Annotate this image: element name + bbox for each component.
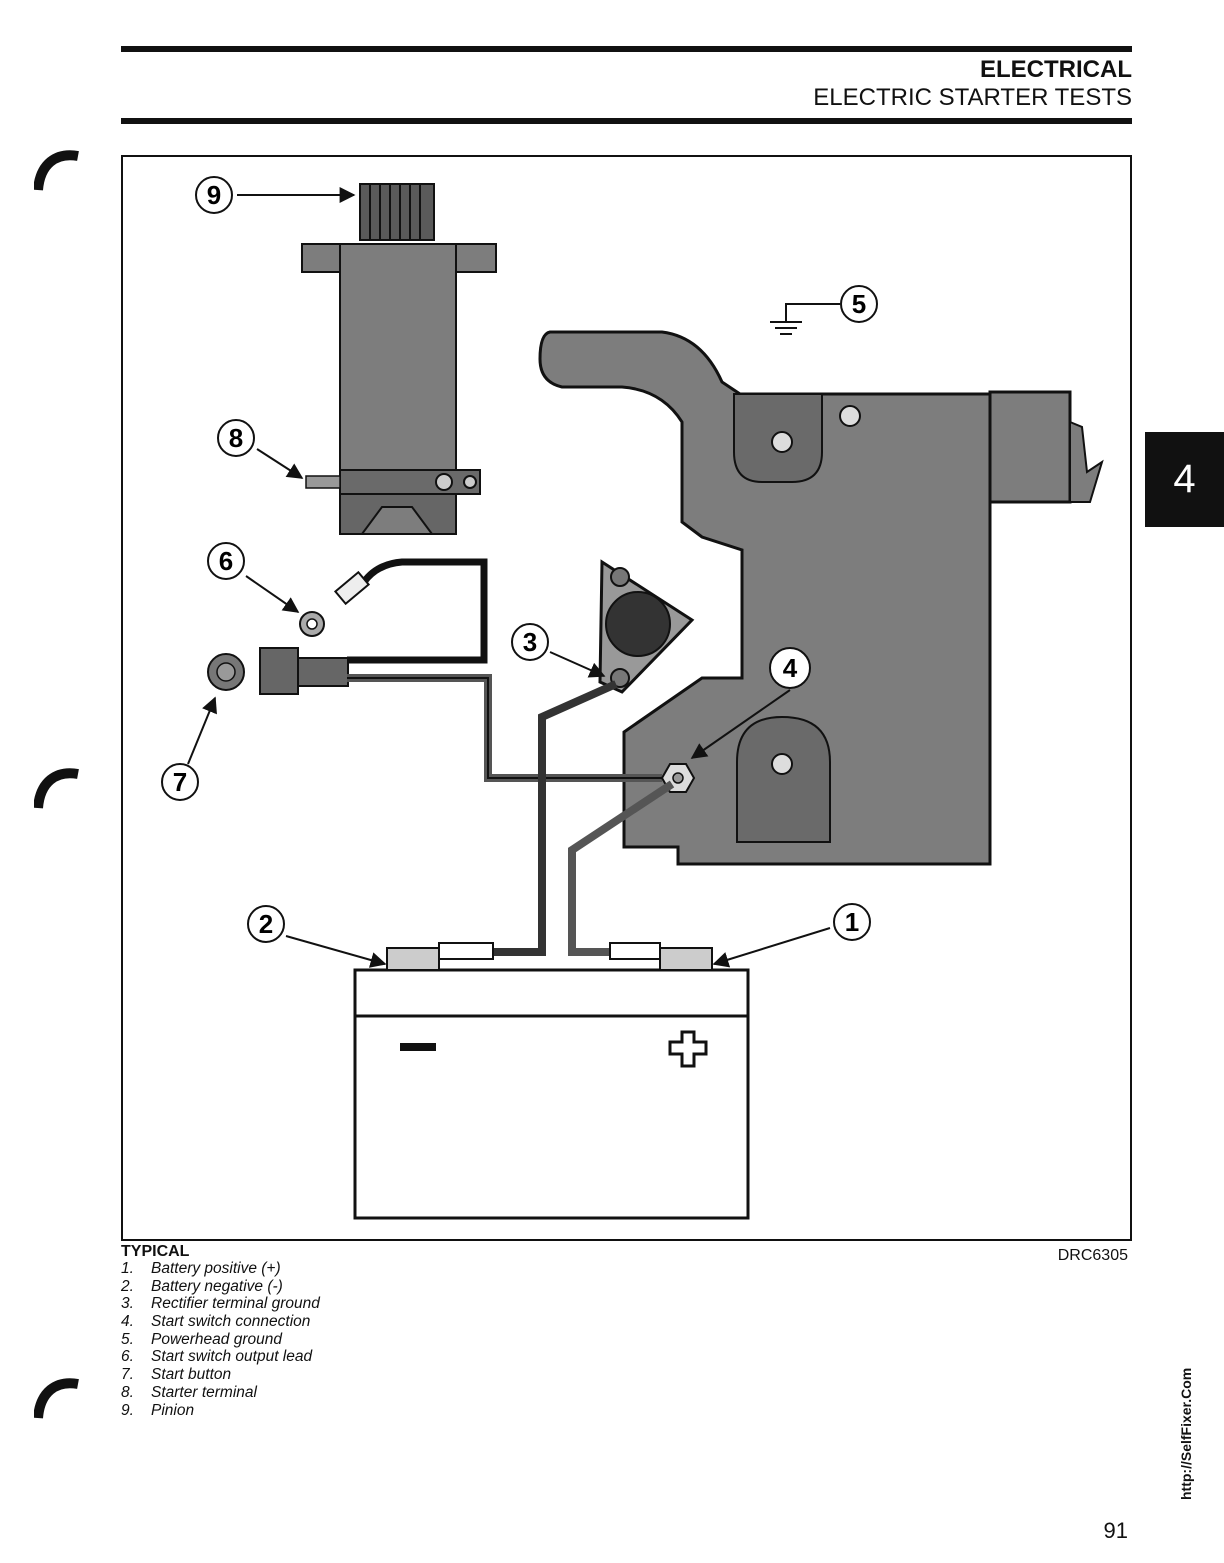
battery <box>355 943 748 1218</box>
header-title: ELECTRIC STARTER TESTS <box>813 84 1132 112</box>
legend-label: Start switch output lead <box>151 1348 312 1365</box>
page-number: 91 <box>1104 1518 1128 1544</box>
binder-hole <box>34 1378 80 1424</box>
legend-label: Powerhead ground <box>151 1331 282 1348</box>
start-button <box>208 648 348 694</box>
start-switch-wire <box>347 678 662 778</box>
negative-battery-cable <box>492 684 616 952</box>
legend-item: 9.Pinion <box>121 1402 320 1420</box>
legend-label: Starter terminal <box>151 1384 257 1401</box>
chapter-tab: 4 <box>1145 432 1224 527</box>
figure-code: DRC6305 <box>1058 1247 1128 1265</box>
callout-label: 2 <box>259 909 273 939</box>
header-bottom-rule <box>121 118 1132 124</box>
legend-number: 8. <box>121 1384 151 1402</box>
starter-terminal-stud <box>306 476 340 488</box>
callout-label: 7 <box>173 767 187 797</box>
wiring-diagram-figure: 9 8 6 7 5 3 4 2 1 <box>121 155 1132 1241</box>
legend-item: 2.Battery negative (-) <box>121 1278 320 1296</box>
legend-number: 7. <box>121 1366 151 1384</box>
legend-label: Start button <box>151 1366 231 1383</box>
legend-label: Start switch connection <box>151 1313 310 1330</box>
start-switch-output-lead <box>300 562 484 660</box>
legend-item: 1.Battery positive (+) <box>121 1260 320 1278</box>
callout-label: 6 <box>219 546 233 576</box>
callout-label: 5 <box>852 289 866 319</box>
legend-label: Battery positive (+) <box>151 1260 281 1277</box>
legend-item: 6.Start switch output lead <box>121 1348 320 1366</box>
legend-item: 5.Powerhead ground <box>121 1331 320 1349</box>
header-section: ELECTRICAL <box>980 56 1132 84</box>
callout-label: 3 <box>523 627 537 657</box>
legend-item: 8.Starter terminal <box>121 1384 320 1402</box>
site-url-watermark: http://SelfFixer.Com <box>1178 1370 1194 1500</box>
legend-number: 3. <box>121 1295 151 1313</box>
legend-label: Rectifier terminal ground <box>151 1295 320 1312</box>
legend-number: 4. <box>121 1313 151 1331</box>
legend-item: 3.Rectifier terminal ground <box>121 1295 320 1313</box>
ground-symbol <box>770 304 840 334</box>
legend-number: 5. <box>121 1331 151 1349</box>
starter-motor <box>302 184 496 534</box>
legend-item: 4.Start switch connection <box>121 1313 320 1331</box>
callout-label: 8 <box>229 423 243 453</box>
figure-caption-heading: TYPICAL <box>121 1243 189 1261</box>
rectifier <box>600 562 692 692</box>
legend-label: Pinion <box>151 1402 194 1419</box>
legend-number: 2. <box>121 1278 151 1296</box>
pinion-gear <box>360 184 434 240</box>
callout-label: 1 <box>845 907 859 937</box>
negative-sign <box>400 1043 436 1051</box>
binder-hole <box>34 150 80 196</box>
legend-number: 6. <box>121 1348 151 1366</box>
callout-label: 9 <box>207 180 221 210</box>
legend-number: 9. <box>121 1402 151 1420</box>
header-top-rule <box>121 46 1132 52</box>
callout-label: 4 <box>783 653 798 683</box>
legend-number: 1. <box>121 1260 151 1278</box>
legend-label: Battery negative (-) <box>151 1278 283 1295</box>
wiring-diagram: 9 8 6 7 5 3 4 2 1 <box>123 157 1134 1243</box>
figure-legend: 1.Battery positive (+) 2.Battery negativ… <box>121 1260 320 1419</box>
legend-item: 7.Start button <box>121 1366 320 1384</box>
binder-hole <box>34 768 80 814</box>
